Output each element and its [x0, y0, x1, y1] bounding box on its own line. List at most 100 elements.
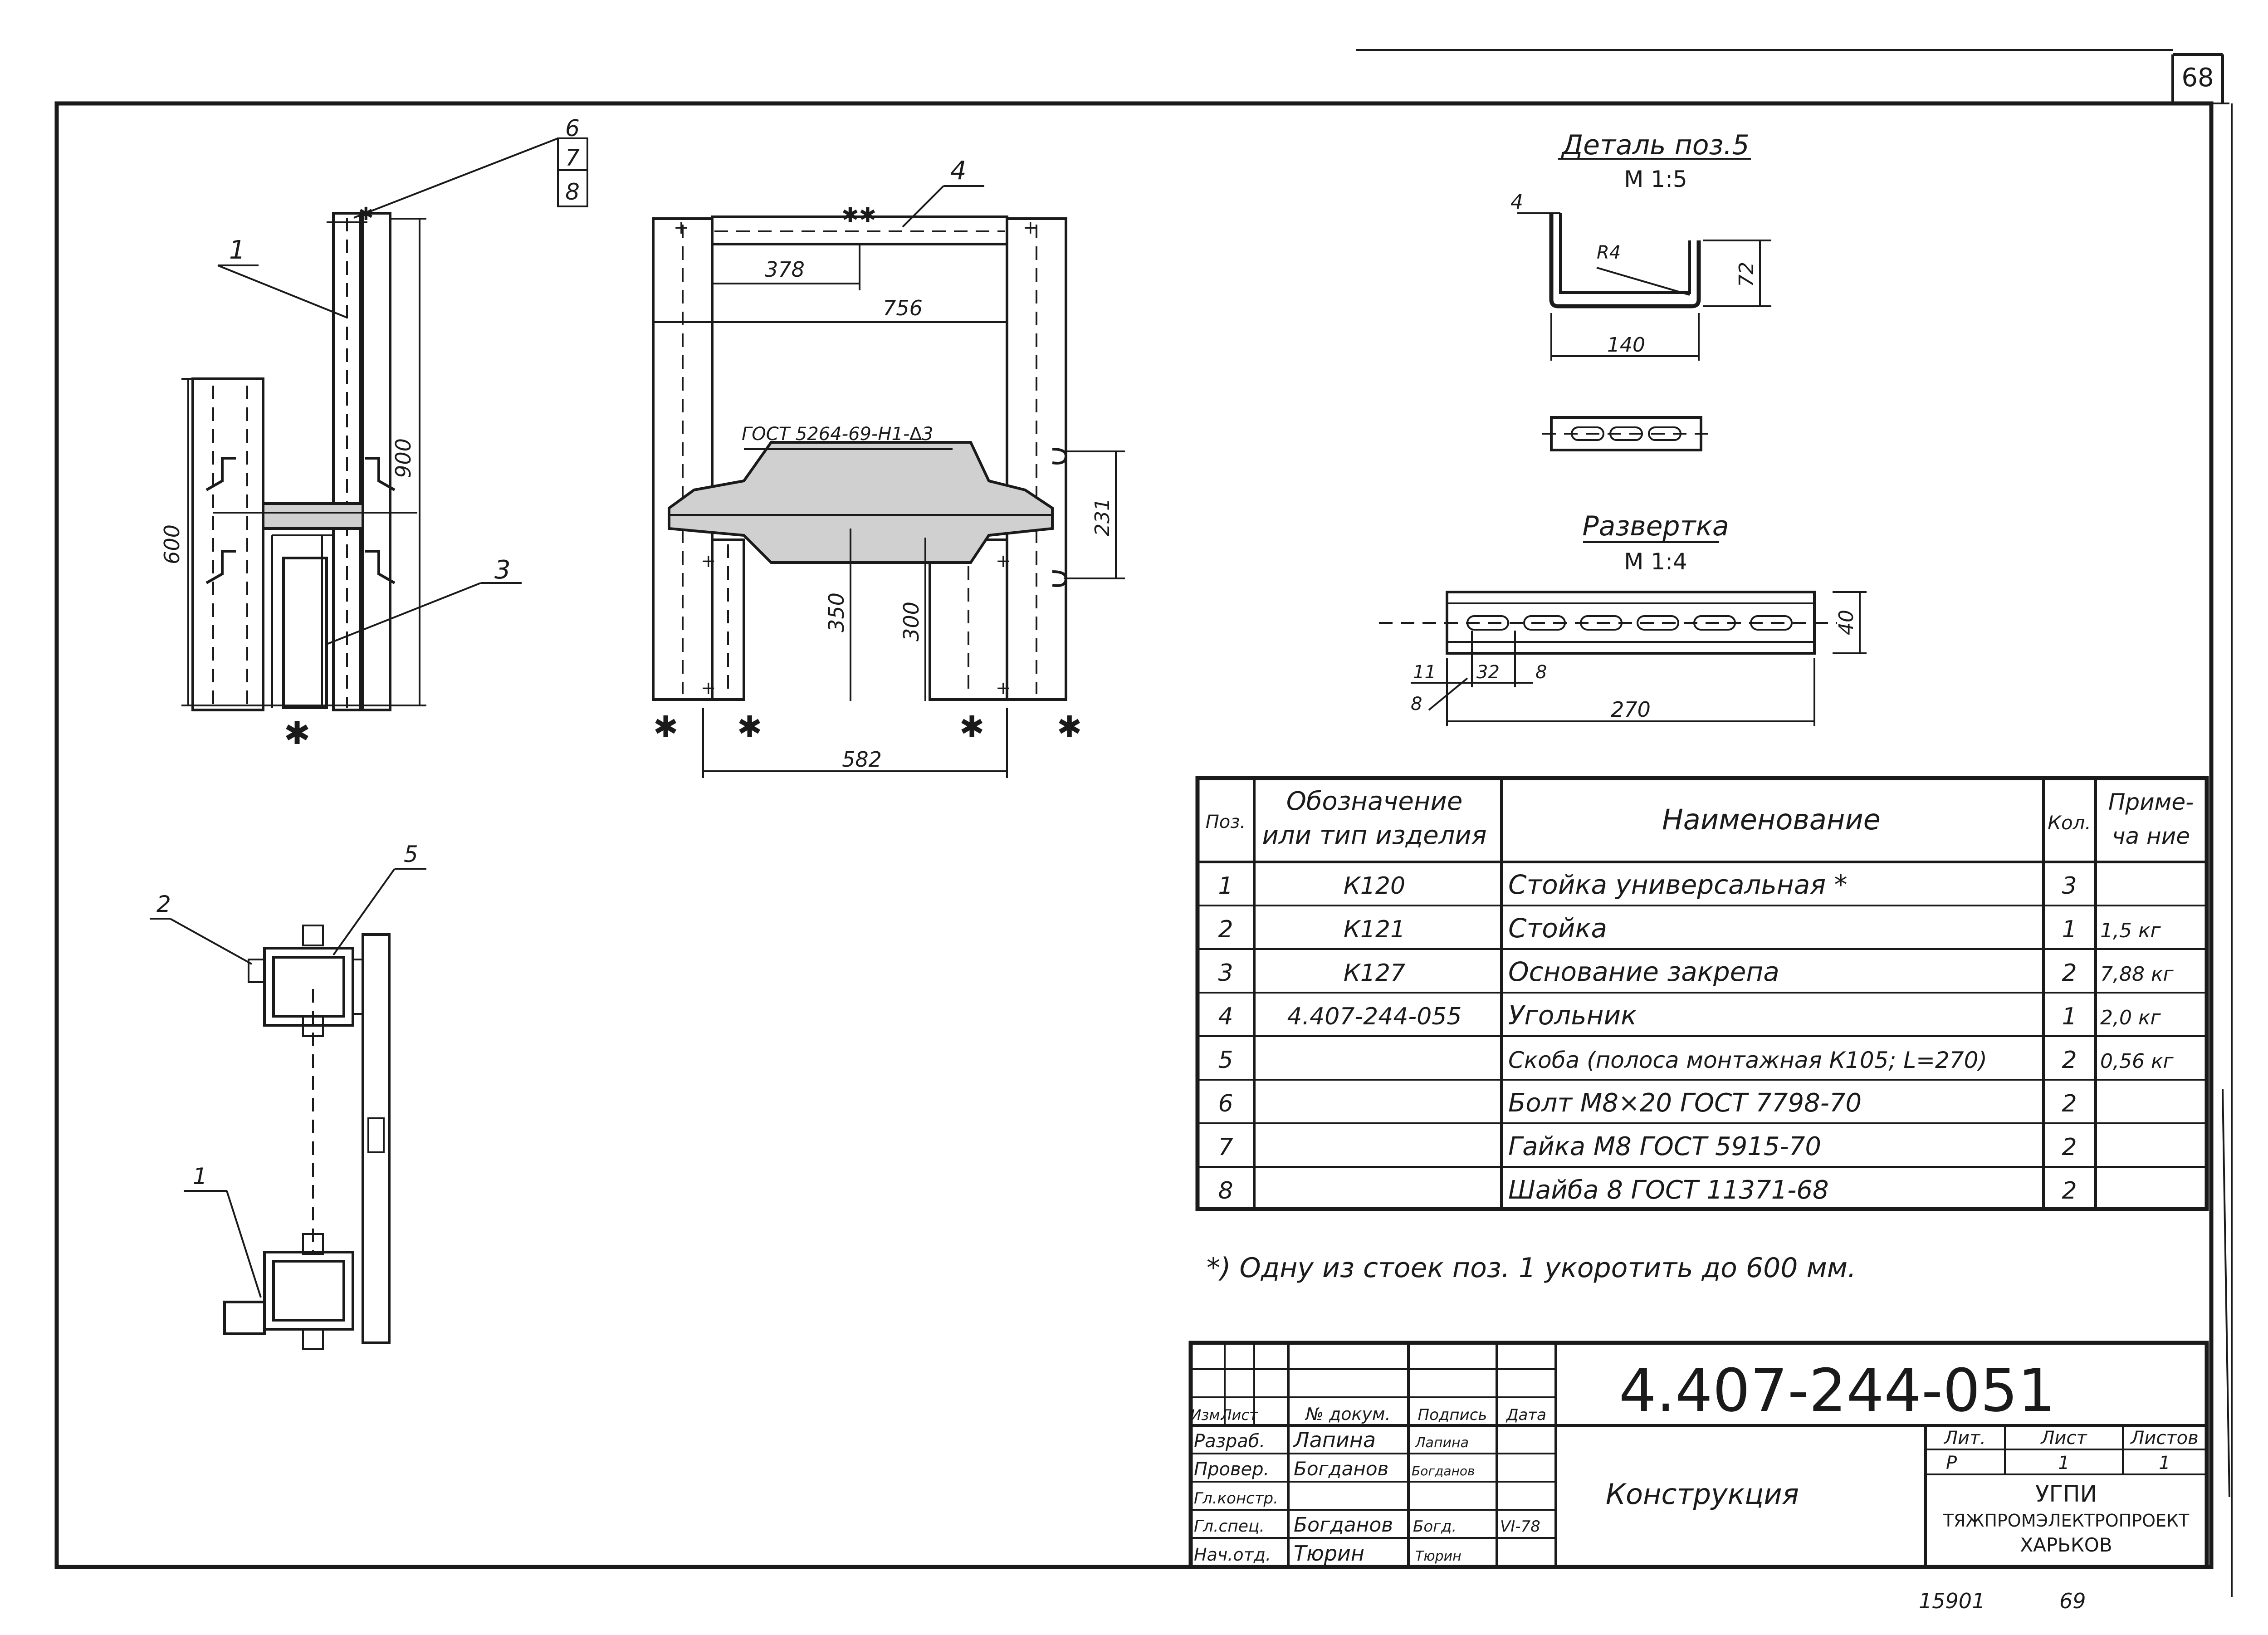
doc-title: Конструкция — [1606, 1478, 1799, 1511]
detail-dim-4: 4 — [1510, 191, 1523, 214]
detail-title: Деталь поз.5 — [1560, 129, 1749, 161]
dim-600: 600 — [160, 524, 184, 564]
tb-sheet-label: Лист — [2040, 1428, 2087, 1449]
row-5-note: 0,56 кг — [2100, 1050, 2174, 1073]
svg-text:+: + — [701, 678, 716, 699]
detail-dim-72: 72 — [1735, 262, 1758, 287]
plan-view — [150, 868, 426, 1350]
row-4-name: Угольник — [1508, 1000, 1637, 1031]
svg-text:✱: ✱ — [284, 715, 311, 752]
svg-text:✱: ✱ — [959, 710, 984, 744]
row-6-qty: 2 — [2062, 1090, 2077, 1117]
row-7-qty: 2 — [2062, 1134, 2077, 1161]
svg-text:+: + — [701, 551, 716, 572]
callout-3-side: 3 — [494, 555, 511, 585]
row-5-qty: 2 — [2062, 1047, 2077, 1074]
tb-col-sign: Подпись — [1418, 1406, 1487, 1424]
row-4-qty: 1 — [2062, 1003, 2077, 1030]
row-3-name: Основание закрепа — [1508, 956, 1779, 987]
row-4-designation: 4.407-244-055 — [1287, 1003, 1462, 1030]
callout-1-plan: 1 — [193, 1163, 207, 1190]
dev-dim-270: 270 — [1611, 697, 1651, 722]
dim-378: 378 — [765, 257, 805, 282]
drawing-frame — [54, 49, 2233, 1597]
row-7-name: Гайка М8 ГОСТ 5915-70 — [1508, 1132, 1821, 1161]
tb-org-3: ХАРЬКОВ — [2020, 1534, 2112, 1556]
tb-col-doc: № докум. — [1305, 1404, 1390, 1424]
tb-org-1: УГПИ — [2035, 1481, 2097, 1507]
row-1-qty: 3 — [2062, 872, 2077, 900]
tb-org-2: ТЯЖПРОМЭЛЕКТРОПРОЕКТ — [1943, 1511, 2190, 1531]
tb-sheet: 1 — [2058, 1453, 2069, 1473]
svg-text:✱: ✱ — [1057, 710, 1082, 744]
table-row: 5 Скоба (полоса монтажная К105; L=270) 2… — [1218, 1047, 2174, 1074]
tb-sheets-label: Листов — [2130, 1428, 2198, 1449]
th-note-2: ча ние — [2112, 823, 2190, 849]
svg-text:+: + — [1023, 217, 1038, 238]
th-qty: Кол. — [2048, 812, 2091, 834]
tb-date-4: VI-78 — [1500, 1518, 1540, 1536]
row-8-name: Шайба 8 ГОСТ 11371-68 — [1508, 1175, 1829, 1205]
tb-sign-1: Лапина — [1415, 1435, 1469, 1451]
row-6-name: Болт М8×20 ГОСТ 7798-70 — [1508, 1088, 1862, 1118]
svg-text:✱: ✱ — [653, 710, 678, 744]
row-1-name: Стойка универсальная * — [1508, 869, 1848, 900]
svg-text:+: + — [674, 217, 689, 238]
callout-6: 6 — [565, 115, 580, 142]
row-2-designation: К121 — [1344, 916, 1405, 943]
th-note-1: Приме- — [2108, 789, 2194, 815]
row-3-designation: К127 — [1344, 959, 1405, 987]
row-7-pos: 7 — [1218, 1134, 1233, 1161]
th-designation-1: Обозначение — [1286, 787, 1463, 816]
row-3-pos: 3 — [1218, 959, 1233, 987]
dev-dim-40: 40 — [1835, 610, 1858, 635]
callout-7: 7 — [565, 145, 580, 171]
th-pos: Поз. — [1206, 812, 1246, 832]
dev-dim-11: 11 — [1413, 662, 1436, 683]
row-2-qty: 1 — [2062, 916, 2077, 943]
side-view: ✱ 600 900 ✱ — [160, 137, 588, 752]
row-8-qty: 2 — [2062, 1177, 2077, 1204]
tb-sheets: 1 — [2159, 1453, 2170, 1473]
dim-231: 231 — [1091, 498, 1114, 536]
row-2-note: 1,5 кг — [2100, 919, 2161, 942]
dev-dim-32: 32 — [1476, 662, 1500, 683]
spec-table — [1195, 776, 2209, 1211]
front-view: ✱✱ + + + + + + ✱ ✱ ✱ ✱ — [652, 185, 1125, 778]
weld-note: ГОСТ 5264-69-Н1-∆3 — [742, 424, 934, 445]
detail-dim-r4: R4 — [1597, 242, 1621, 263]
row-8-pos: 8 — [1218, 1177, 1233, 1204]
table-row: 8 Шайба 8 ГОСТ 11371-68 2 — [1218, 1175, 2077, 1205]
callout-8: 8 — [565, 179, 580, 205]
tb-role-2: Провер. — [1194, 1459, 1269, 1480]
tb-name-4: Богданов — [1294, 1513, 1393, 1537]
th-designation-2: или тип изделия — [1262, 821, 1486, 850]
table-row: 6 Болт М8×20 ГОСТ 7798-70 2 — [1218, 1088, 2077, 1118]
bottom-mark-left: 15901 — [1919, 1589, 1985, 1613]
row-1-pos: 1 — [1218, 872, 1233, 900]
row-2-name: Стойка — [1508, 913, 1607, 944]
tb-role-3: Гл.констр. — [1194, 1489, 1278, 1508]
tb-col-list: Лист — [1220, 1406, 1258, 1424]
tb-sign-2: Богданов — [1412, 1464, 1475, 1478]
row-3-qty: 2 — [2062, 959, 2077, 987]
tb-role-1: Разраб. — [1194, 1431, 1265, 1452]
row-4-note: 2,0 кг — [2100, 1006, 2161, 1029]
detail-dim-140: 140 — [1607, 333, 1645, 357]
row-3-note: 7,88 кг — [2100, 963, 2174, 986]
table-row: 4 4.407-244-055 Угольник 1 2,0 кг — [1218, 1000, 2161, 1031]
doc-number: 4.407-244-051 — [1619, 1356, 2055, 1425]
row-5-pos: 5 — [1218, 1047, 1233, 1074]
bottom-mark-right: 69 — [2059, 1589, 2086, 1613]
tb-col-date: Дата — [1505, 1406, 1546, 1424]
tb-lit: Р — [1946, 1453, 1957, 1473]
tb-role-5: Нач.отд. — [1194, 1545, 1271, 1565]
th-name: Наименование — [1662, 803, 1881, 836]
tb-lit-label: Лит. — [1943, 1428, 1986, 1449]
tb-role-4: Гл.спец. — [1194, 1517, 1265, 1536]
svg-text:✱: ✱ — [737, 710, 762, 744]
tb-name-2: Богданов — [1294, 1458, 1388, 1480]
table-row: 2 К121 Стойка 1 1,5 кг — [1218, 913, 2161, 944]
dim-350: 350 — [824, 592, 849, 632]
